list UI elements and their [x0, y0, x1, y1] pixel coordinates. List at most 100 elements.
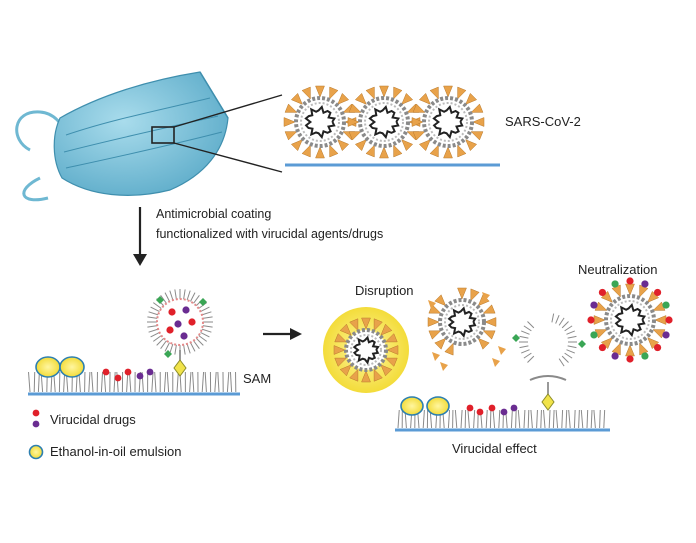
drug-molecule: [611, 352, 618, 359]
lipid-chain: [203, 317, 213, 319]
spike-protein: [473, 118, 484, 127]
drug-molecule: [182, 306, 189, 313]
spike-protein: [435, 338, 446, 349]
sam-chain: [29, 372, 30, 392]
emulsion-droplet: [401, 397, 423, 415]
anchor-marker: [174, 360, 186, 376]
drug-molecule: [174, 320, 181, 327]
spike-protein: [419, 93, 430, 104]
lipid-chain: [202, 329, 212, 332]
legend-drug-marker: [33, 410, 40, 428]
lipid-chain: [200, 307, 209, 312]
lipid-chain: [170, 291, 173, 301]
down-arrow: [133, 207, 147, 266]
lipid-chain: [566, 331, 574, 334]
spike-protein: [471, 289, 479, 301]
spike-protein: [394, 87, 402, 99]
spike-protein: [338, 140, 349, 151]
lipid-chain: [202, 312, 212, 315]
lipid-chain: [184, 289, 186, 299]
drug-molecule: [626, 355, 633, 362]
lipid-chain: [568, 336, 577, 338]
lipid-fragment: [530, 376, 566, 380]
spike-protein: [402, 93, 413, 104]
viral-membrane: [296, 98, 344, 146]
antibody-marker: [199, 298, 207, 306]
viral-membrane: [606, 296, 654, 344]
lipid-chain: [190, 342, 195, 351]
lipid-chain: [520, 346, 529, 348]
spike-protein: [483, 331, 495, 339]
sam-chain: [474, 410, 475, 428]
sam-chain: [38, 372, 39, 392]
sars-cov-2-group: [284, 86, 484, 158]
lipid-chain: [157, 338, 164, 345]
spike-protein: [316, 147, 325, 158]
sam-chain: [34, 372, 35, 392]
spike-protein: [485, 318, 496, 327]
sam-chain: [129, 372, 130, 392]
sam-chain: [591, 410, 592, 428]
lipid-chain: [552, 314, 554, 323]
lipid-chain: [149, 329, 159, 332]
sam-chain: [152, 372, 153, 392]
lipid-chain: [187, 291, 190, 301]
drug-molecule: [662, 301, 669, 308]
spike-protein: [366, 87, 374, 99]
spike-protein: [594, 316, 605, 325]
lipid-chain: [196, 338, 203, 345]
drug-molecule: [626, 277, 633, 284]
spike-protein: [285, 132, 297, 140]
lipid-chain: [524, 353, 531, 358]
sam-chain: [562, 410, 563, 428]
spike-protein: [302, 145, 310, 157]
sam-chain: [190, 372, 191, 392]
lipid-chain: [184, 345, 186, 355]
spike-protein: [291, 140, 302, 151]
spike-protein: [291, 93, 302, 104]
sam-chain: [544, 410, 545, 428]
spike-protein: [458, 288, 467, 299]
sars-cov-2-icon: [412, 86, 484, 158]
disrupted-virus: [428, 288, 506, 371]
drug-molecule: [654, 344, 661, 351]
lipid-chain: [568, 346, 577, 348]
spike-protein: [366, 145, 374, 157]
broken-liposome: [512, 314, 586, 410]
drug-molecule: [501, 409, 508, 416]
lipid-chain: [161, 341, 167, 349]
sars-cov-2-icon: [284, 86, 356, 158]
sam-chain: [167, 372, 168, 392]
sam-chain: [511, 410, 512, 428]
drug-molecule: [137, 373, 144, 380]
sam-chain: [448, 410, 449, 428]
antibody-marker: [578, 340, 586, 348]
sam-chain: [499, 410, 500, 428]
disruption-label: Disruption: [355, 283, 414, 298]
lipid-chain: [559, 359, 564, 366]
legend-emulsion-label: Ethanol-in-oil emulsion: [50, 444, 182, 459]
lipid-chain: [149, 312, 159, 315]
spike-fragment: [498, 346, 506, 355]
sam-chain: [531, 410, 532, 428]
drug-loaded-liposome: [147, 289, 213, 376]
coating-label-line1: Antimicrobial coating: [156, 206, 271, 223]
sam-chain: [493, 410, 494, 428]
spike-protein: [444, 147, 453, 158]
lipid-chain: [565, 353, 572, 358]
lipid-chain: [147, 317, 157, 319]
spike-protein: [471, 132, 483, 140]
sam-chain: [461, 410, 462, 428]
legend-emulsion-marker: [30, 446, 43, 459]
lipid-chain: [165, 293, 170, 302]
drug-molecule: [587, 316, 594, 323]
coating-label-line2: functionalized with virucidal agents/dru…: [156, 226, 383, 243]
spike-protein: [458, 145, 466, 157]
lipid-chain: [556, 315, 559, 323]
sam-chain: [218, 372, 219, 392]
sam-chain: [569, 410, 571, 428]
lipid-chain: [562, 356, 568, 362]
spike-protein: [478, 338, 489, 349]
spike-protein: [458, 87, 466, 99]
sam-chain: [524, 410, 525, 428]
